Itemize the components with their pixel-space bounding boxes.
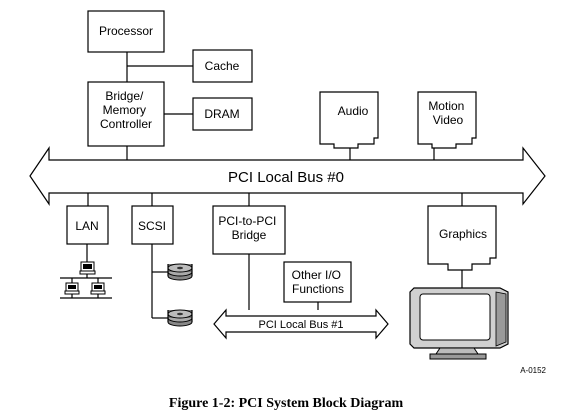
figure-caption: Figure 1-2: PCI System Block Diagram (169, 396, 404, 411)
bridge-memory-controller-box: Bridge/ Memory Controller (87, 81, 165, 147)
monitor-icon (409, 287, 509, 360)
bridge-line-3: Controller (100, 117, 152, 131)
cache-box: Cache (192, 49, 253, 83)
other-io-functions-box: Other I/O Functions (283, 261, 352, 303)
dram-label: DRAM (204, 107, 239, 121)
audio-card: Audio (319, 91, 379, 149)
graphics-label: Graphics (439, 227, 487, 241)
scsi-label: SCSI (138, 219, 166, 233)
other-io-line-2: Functions (292, 282, 344, 296)
bridge-line-2: Memory (103, 103, 146, 117)
motion-video-label: Motion Video (428, 99, 467, 127)
lan-box: LAN (66, 205, 109, 245)
bridge-memory-controller-label: Bridge/ Memory Controller (100, 89, 152, 131)
pci-to-pci-bridge-label: PCI-to-PCI Bridge (218, 214, 279, 242)
graphics-card: Graphics (427, 205, 497, 271)
other-io-functions-label: Other I/O Functions (292, 268, 345, 296)
bridge-line-1: Bridge/ (105, 89, 144, 103)
disk-drive-icon (167, 309, 193, 327)
pci-bridge-line-1: PCI-to-PCI (218, 214, 276, 228)
connectors (86, 52, 463, 319)
pci-local-bus-1-label: PCI Local Bus #1 (259, 319, 344, 331)
pci-to-pci-bridge-box: PCI-to-PCI Bridge (212, 205, 286, 255)
audio-label: Audio (338, 104, 369, 118)
processor-label: Processor (99, 24, 153, 38)
motion-video-line-1: Motion (428, 99, 464, 113)
disk-drive-icon (167, 263, 193, 281)
network-icon (60, 261, 112, 299)
pci-local-bus-1-arrow (213, 308, 389, 340)
processor-box: Processor (87, 10, 165, 53)
pci-local-bus-0-label: PCI Local Bus #0 (228, 169, 344, 186)
cache-label: Cache (205, 59, 240, 73)
figure-reference-id: A-0152 (520, 366, 546, 375)
pci-local-bus-0-arrow (29, 146, 546, 206)
lan-label: LAN (75, 219, 98, 233)
scsi-box: SCSI (131, 205, 174, 245)
motion-video-line-2: Video (433, 113, 464, 127)
pci-bridge-line-2: Bridge (232, 228, 267, 242)
dram-box: DRAM (192, 97, 253, 131)
motion-video-card: Motion Video (417, 91, 477, 149)
other-io-line-1: Other I/O (292, 268, 341, 282)
